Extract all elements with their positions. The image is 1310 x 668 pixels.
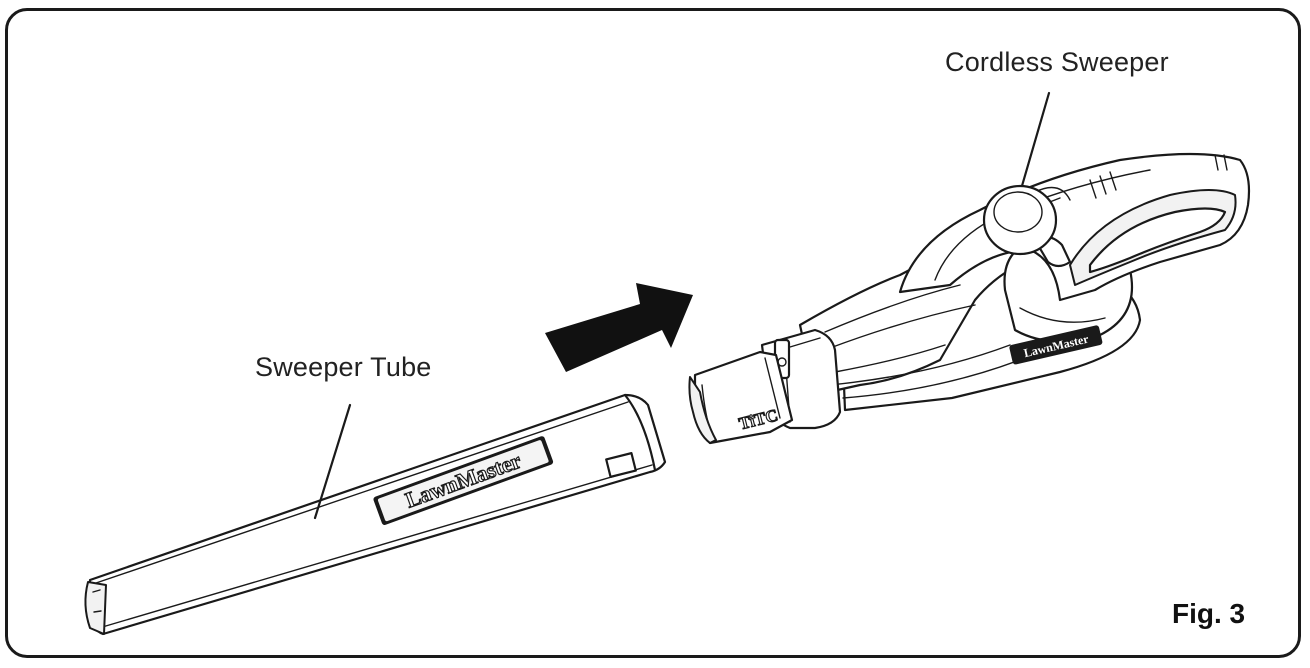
sweeper-tube-leader	[313, 403, 352, 520]
cordless-sweeper: LawnMaster TiTC	[688, 152, 1251, 445]
cordless-sweeper-label: Cordless Sweeper	[945, 47, 1169, 77]
power-button	[982, 184, 1058, 256]
sweeper-tube-label: Sweeper Tube	[255, 352, 432, 382]
sweeper-tube: LawnMaster	[84, 393, 667, 636]
figure-number: Fig. 3	[1172, 598, 1246, 629]
insert-direction-arrow	[545, 283, 693, 372]
